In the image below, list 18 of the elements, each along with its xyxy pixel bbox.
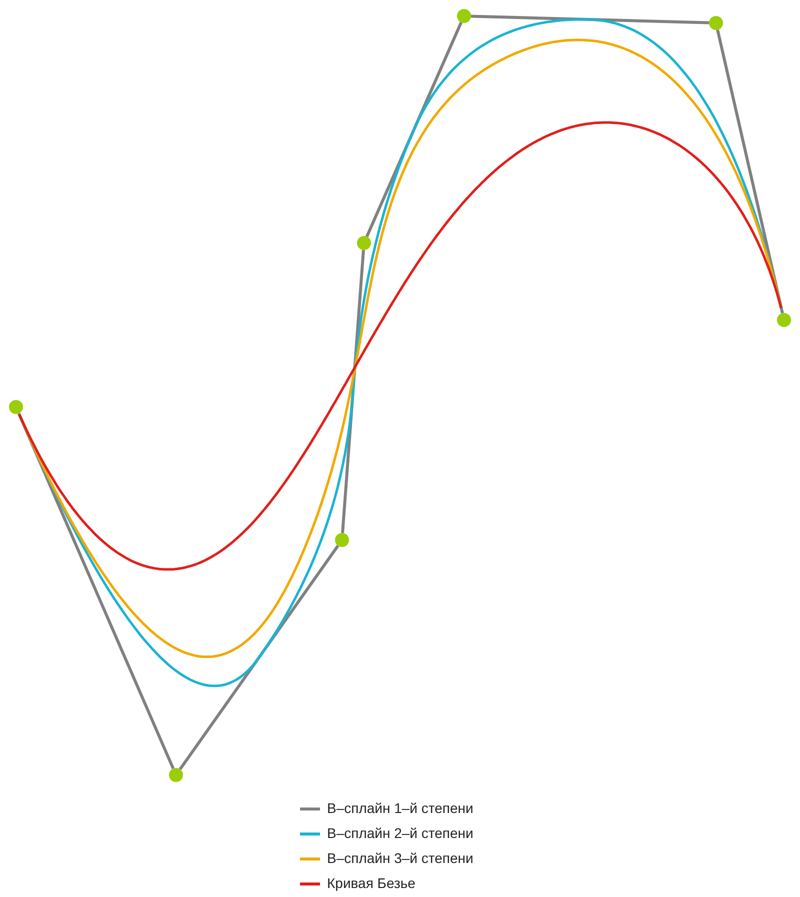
control-polygon-line (178, 544, 340, 770)
control-polygon-line (470, 14, 710, 24)
control-polygon-line (716, 29, 784, 314)
control-polygon-line (17, 412, 175, 770)
control-point (169, 768, 183, 782)
legend-label: B‒сплайн 3‒й степени (327, 849, 474, 868)
control-polygon-line (365, 22, 463, 238)
control-point (357, 236, 371, 250)
control-point (335, 533, 349, 547)
control-point (9, 400, 23, 414)
legend-label: B‒сплайн 2‒й степени (327, 824, 474, 843)
control-point (777, 313, 791, 327)
control-point (709, 16, 723, 30)
legend-label: Кривая Безье (327, 874, 416, 893)
control-point (457, 9, 471, 23)
bezier-curve (18, 121, 782, 571)
legend-label: B‒сплайн 1‒й степени (327, 799, 474, 818)
control-polygon-line (341, 250, 365, 534)
